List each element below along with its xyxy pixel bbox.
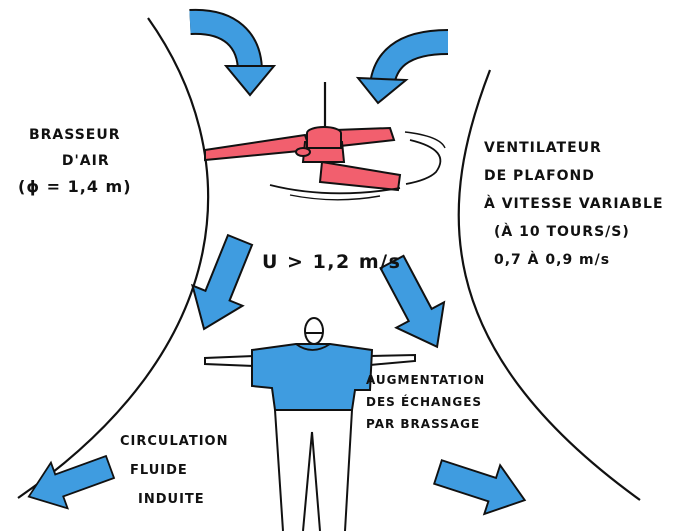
circulation-line: CIRCULATION xyxy=(120,434,229,449)
left-boundary-curve xyxy=(17,17,210,499)
brasseur-label: BRASSEUR D'AIR (ϕ = 1,4 m) xyxy=(18,122,132,200)
circulation-line: INDUITE xyxy=(138,492,205,507)
circulation-line: FLUIDE xyxy=(130,463,188,478)
brasseur-line: (ϕ = 1,4 m) xyxy=(18,177,132,196)
brasseur-line: BRASSEUR xyxy=(28,127,121,143)
ventilateur-line: VENTILATEUR xyxy=(484,140,602,156)
ventilateur-line: 0,7 À 0,9 m/s xyxy=(494,252,611,268)
downflow-arrow-left-icon xyxy=(178,228,267,341)
ventilateur-line: À VITESSE VARIABLE xyxy=(484,196,664,212)
augmentation-line: PAR BRASSAGE xyxy=(366,417,481,431)
augmentation-label: AUGMENTATION DES ÉCHANGES PAR BRASSAGE xyxy=(366,369,485,435)
ceiling-fan-icon xyxy=(204,82,446,201)
ventilateur-label: VENTILATEUR DE PLAFOND À VITESSE VARIABL… xyxy=(484,134,664,274)
ventilateur-line: (À 10 TOURS/S) xyxy=(494,224,630,240)
brasseur-line: D'AIR xyxy=(61,153,110,169)
intake-arrow-right-icon xyxy=(355,29,449,105)
augmentation-line: DES ÉCHANGES xyxy=(366,395,483,409)
right-boundary-curve xyxy=(457,69,641,501)
outflow-arrow-right-icon xyxy=(429,446,534,526)
person-icon xyxy=(204,317,416,531)
circulation-label: CIRCULATION FLUIDE INDUITE xyxy=(120,427,228,514)
intake-arrow-left-icon xyxy=(189,8,277,97)
speed-label: U > 1,2 m/s xyxy=(262,251,402,273)
outflow-arrow-left-icon xyxy=(19,443,120,521)
ventilateur-line: DE PLAFOND xyxy=(484,168,595,184)
augmentation-line: AUGMENTATION xyxy=(366,373,486,387)
